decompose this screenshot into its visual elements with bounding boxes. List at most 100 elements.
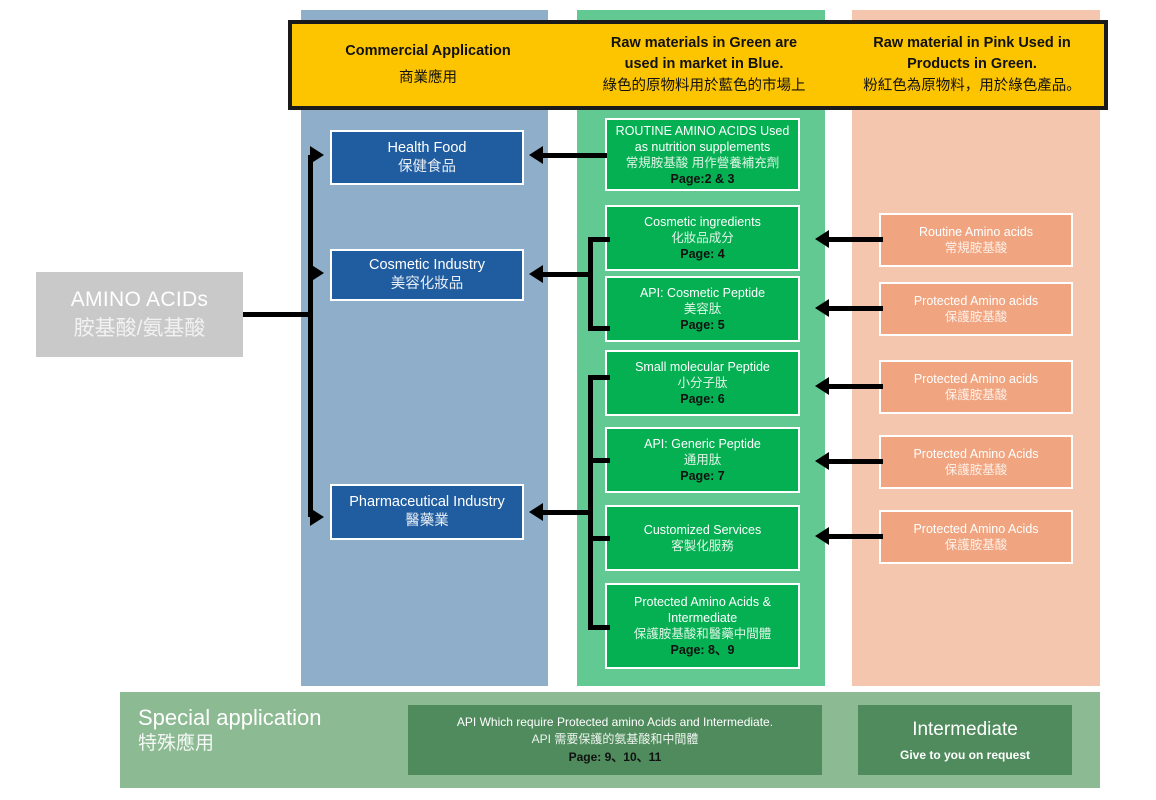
arrowhead-health-food-inlet <box>529 146 543 164</box>
product-routine-en-2: as nutrition supplements <box>634 139 771 154</box>
raw-protected-3-en: Protected Amino Acids <box>913 447 1039 461</box>
bracket-pharma-stub-customized <box>588 536 610 541</box>
raw-box-routine-amino-acids[interactable]: Routine Amino acids 常規胺基酸 <box>879 213 1073 267</box>
market-box-health-food[interactable]: Health Food 保健食品 <box>330 130 524 185</box>
connector-raw-protected3-to-generic-peptide <box>829 459 883 464</box>
raw-box-protected-amino-acids-3[interactable]: Protected Amino Acids 保護胺基酸 <box>879 435 1073 489</box>
special-application-label: Special application 特殊應用 <box>138 704 321 755</box>
raw-protected-1-zh: 保護胺基酸 <box>944 310 1008 324</box>
market-health-food-zh: 保健食品 <box>398 158 456 175</box>
raw-protected-3-zh: 保護胺基酸 <box>944 463 1008 477</box>
legend-pink-green-zh: 粉紅色為原物料，用於綠色產品。 <box>863 77 1081 94</box>
connector-raw-routine-to-cosmetic-ingredients <box>829 237 883 242</box>
product-box-routine-amino-acids[interactable]: ROUTINE AMINO ACIDS Used as nutrition su… <box>605 118 800 191</box>
legend-banner: Commercial Application 商業應用 Raw material… <box>288 20 1108 110</box>
arrowhead-to-cosmetic-industry <box>310 264 324 282</box>
legend-commercial-zh: 商業應用 <box>399 70 457 86</box>
raw-routine-zh: 常規胺基酸 <box>944 241 1008 255</box>
bracket-pharma-stub-generic-peptide <box>588 458 610 463</box>
product-box-small-molecular-peptide[interactable]: Small molecular Peptide 小分子肽 Page: 6 <box>605 350 800 416</box>
legend-commercial-en: Commercial Application <box>345 42 511 59</box>
special-intermediate-sub: Give to you on request <box>899 747 1031 762</box>
legend-green-blue-en-2: used in market in Blue. <box>624 56 784 73</box>
product-api-cosmetic-page: Page: 5 <box>680 318 725 332</box>
product-generic-peptide-zh: 通用肽 <box>683 453 722 467</box>
product-box-customized-services[interactable]: Customized Services 客製化服務 <box>605 505 800 571</box>
raw-box-protected-amino-acids-2[interactable]: Protected Amino acids 保護胺基酸 <box>879 360 1073 414</box>
arrowhead-cosmetic-ingredients-inlet <box>815 230 829 248</box>
market-cosmetic-zh: 美容化妝品 <box>390 276 464 292</box>
legend-cell-pink-green: Raw material in Pink Used in Products in… <box>844 33 1100 96</box>
special-intermediate-box[interactable]: Intermediate Give to you on request <box>858 705 1072 775</box>
legend-green-blue-zh: 綠色的原物料用於藍色的市場上 <box>602 77 806 94</box>
connector-raw-protected4-to-customized-services <box>829 534 883 539</box>
product-protected-zh: 保護胺基酸和醫藥中間體 <box>633 627 772 641</box>
raw-box-protected-amino-acids-1[interactable]: Protected Amino acids 保護胺基酸 <box>879 282 1073 336</box>
raw-routine-en: Routine Amino acids <box>919 225 1033 239</box>
legend-green-blue-en-1: Raw materials in Green are <box>610 35 798 52</box>
raw-box-protected-amino-acids-4[interactable]: Protected Amino Acids 保護胺基酸 <box>879 510 1073 564</box>
bracket-cosmetic-vertical <box>588 237 593 331</box>
special-api-zh: API 需要保護的氨基酸和中間體 <box>531 732 699 747</box>
legend-pink-green-en-1: Raw material in Pink Used in <box>873 35 1071 52</box>
bracket-pharma-vertical <box>588 375 593 630</box>
bracket-cosmetic-top-stub <box>588 237 610 242</box>
arrowhead-cosmetic-industry-inlet <box>529 265 543 283</box>
source-label-zh: 胺基酸/氨基酸 <box>73 316 206 340</box>
product-protected-en-1: Protected Amino Acids & <box>634 595 771 609</box>
product-api-cosmetic-zh: 美容肽 <box>683 302 722 316</box>
source-label-amino-acids: AMINO ACIDs 胺基酸/氨基酸 <box>36 272 243 357</box>
arrowhead-api-cosmetic-inlet <box>815 299 829 317</box>
product-box-cosmetic-ingredients[interactable]: Cosmetic ingredients 化妝品成分 Page: 4 <box>605 205 800 271</box>
connector-raw-protected2-to-small-peptide <box>829 384 883 389</box>
product-box-api-cosmetic-peptide[interactable]: API: Cosmetic Peptide 美容肽 Page: 5 <box>605 276 800 342</box>
product-protected-en-2: Intermediate <box>667 611 738 625</box>
legend-cell-green-blue: Raw materials in Green are used in marke… <box>564 33 844 96</box>
product-small-peptide-zh: 小分子肽 <box>677 376 728 390</box>
product-generic-peptide-en: API: Generic Peptide <box>644 437 761 451</box>
market-pharma-zh: 醫藥業 <box>405 513 449 529</box>
special-api-box[interactable]: API Which require Protected amino Acids … <box>408 705 822 775</box>
product-routine-en-1: ROUTINE AMINO ACIDS Used <box>615 123 790 138</box>
product-cosmetic-ing-zh: 化妝品成分 <box>671 231 734 245</box>
product-box-api-generic-peptide[interactable]: API: Generic Peptide 通用肽 Page: 7 <box>605 427 800 493</box>
arrowhead-pharmaceutical-industry-inlet <box>529 503 543 521</box>
product-small-peptide-page: Page: 6 <box>680 392 725 406</box>
product-routine-page: Page:2 & 3 <box>670 171 735 186</box>
product-cosmetic-ing-en: Cosmetic ingredients <box>644 215 761 229</box>
raw-protected-4-en: Protected Amino Acids <box>913 522 1039 536</box>
market-box-pharmaceutical-industry[interactable]: Pharmaceutical Industry 醫藥業 <box>330 484 524 540</box>
market-box-cosmetic-industry[interactable]: Cosmetic Industry 美容化妝品 <box>330 249 524 301</box>
raw-protected-1-en: Protected Amino acids <box>913 294 1039 308</box>
market-health-food-en: Health Food <box>387 139 467 156</box>
product-box-protected-amino-acids-intermediate[interactable]: Protected Amino Acids & Intermediate 保護胺… <box>605 583 800 669</box>
arrowhead-small-peptide-inlet <box>815 377 829 395</box>
special-api-page: Page: 9、10、11 <box>568 749 662 764</box>
product-routine-zh: 常規胺基酸 用作營養補充劑 <box>625 155 780 170</box>
product-generic-peptide-page: Page: 7 <box>680 469 725 483</box>
product-small-peptide-en: Small molecular Peptide <box>635 360 770 374</box>
bracket-pharma-stub-small-peptide <box>588 375 610 380</box>
connector-raw-protected1-to-api-cosmetic <box>829 306 883 311</box>
product-protected-page: Page: 8、9 <box>670 643 735 657</box>
product-customized-zh: 客製化服務 <box>671 539 734 553</box>
product-customized-en: Customized Services <box>643 523 762 537</box>
connector-source-spine <box>308 155 313 517</box>
arrowhead-to-health-food <box>310 146 324 164</box>
special-api-en: API Which require Protected amino Acids … <box>456 714 774 729</box>
special-title-zh: 特殊應用 <box>138 732 215 754</box>
raw-protected-2-zh: 保護胺基酸 <box>944 388 1008 402</box>
connector-source-horizontal <box>243 312 313 317</box>
legend-cell-commercial: Commercial Application 商業應用 <box>292 41 564 89</box>
raw-protected-2-en: Protected Amino acids <box>913 372 1039 386</box>
arrowhead-generic-peptide-inlet <box>815 452 829 470</box>
arrowhead-to-pharmaceutical-industry <box>310 508 324 526</box>
bracket-pharma-stub-protected <box>588 625 610 630</box>
market-cosmetic-en: Cosmetic Industry <box>368 257 486 274</box>
column-raw-materials-pink <box>852 10 1100 686</box>
market-pharma-en: Pharmaceutical Industry <box>349 494 505 511</box>
product-cosmetic-ing-page: Page: 4 <box>680 247 725 261</box>
special-title-en: Special application <box>138 705 322 730</box>
bracket-cosmetic-bottom-stub <box>588 326 610 331</box>
